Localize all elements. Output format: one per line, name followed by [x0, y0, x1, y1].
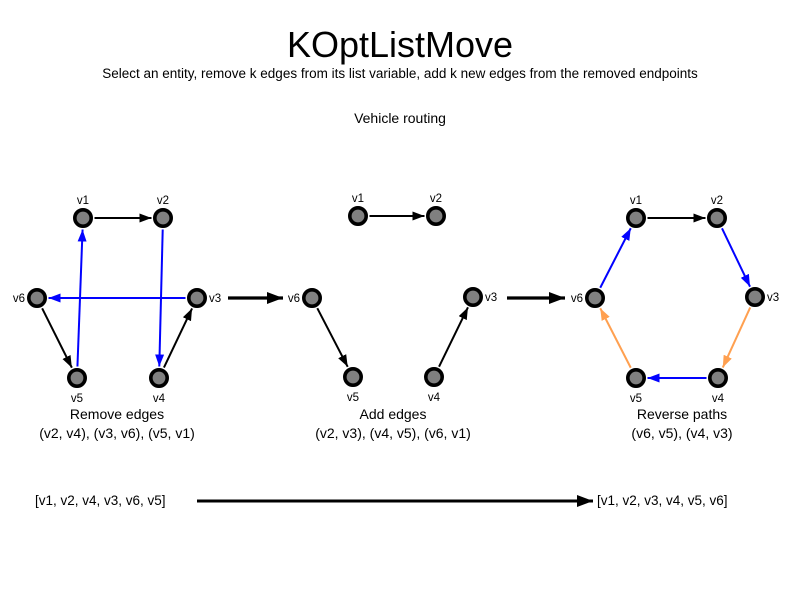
caption-remove-edges: Remove edges (v2, v4), (v3, v6), (v5, v1…: [0, 405, 257, 442]
caption-reverse-paths-list: (v6, v5), (v4, v3): [631, 424, 733, 441]
edge-v6-v5: [41, 307, 73, 369]
node-label-v5: v5: [71, 393, 83, 405]
node-v4: [149, 367, 170, 388]
node-label-v5: v5: [630, 393, 642, 405]
graph-add-edges: v1 v2 v6 v3 v5 v4: [288, 193, 497, 404]
edge-v5-v1: [76, 229, 87, 367]
node-v5: [67, 367, 88, 388]
node-label-v4: v4: [153, 393, 166, 405]
list-before: [v1, v2, v4, v3, v6, v5]: [35, 493, 166, 508]
edge-v3-v4: [721, 307, 752, 368]
node-v5: [625, 367, 646, 388]
edge-v6-v5: [316, 307, 349, 368]
node-v1: [73, 208, 94, 229]
node-v2: [153, 208, 174, 229]
context-label: Vehicle routing: [354, 110, 446, 126]
node-v6: [26, 287, 47, 308]
graph-remove-edges: v1 v2 v6 v3 v5 v4: [13, 195, 221, 405]
node-label-v5: v5: [347, 392, 359, 404]
node-v4: [423, 366, 444, 387]
node-label-v1: v1: [77, 195, 89, 207]
node-label-v1: v1: [630, 195, 642, 207]
node-label-v3: v3: [767, 292, 779, 304]
page-subtitle: Select an entity, remove k edges from it…: [102, 66, 698, 81]
edge-v6-v1: [599, 227, 632, 289]
node-v6: [584, 287, 605, 308]
node-label-v2: v2: [711, 195, 723, 207]
caption-reverse-paths-title: Reverse paths: [636, 406, 728, 422]
node-label-v6: v6: [13, 293, 25, 305]
node-v2: [425, 206, 446, 227]
node-v5: [342, 366, 363, 387]
edge-v5-v6: [599, 307, 632, 369]
caption-remove-edges-list: (v2, v4), (v3, v6), (v5, v1): [39, 424, 195, 441]
node-label-v2: v2: [157, 195, 169, 207]
node-label-v4: v4: [712, 393, 725, 405]
edge-v4-v3: [163, 307, 193, 369]
node-v3: [462, 286, 483, 307]
page-title: KOptListMove: [286, 24, 514, 65]
node-v3: [187, 287, 208, 308]
node-label-v4: v4: [428, 392, 441, 404]
caption-add-edges-list: (v2, v3), (v4, v5), (v6, v1): [315, 424, 471, 441]
caption-add-edges: Add edges (v2, v3), (v4, v5), (v6, v1): [253, 405, 533, 442]
list-after: [v1, v2, v3, v4, v5, v6]: [597, 493, 728, 508]
node-label-v1: v1: [352, 193, 364, 205]
node-v6: [301, 287, 322, 308]
node-label-v2: v2: [430, 193, 442, 205]
node-label-v6: v6: [571, 293, 583, 305]
node-v2: [706, 208, 727, 229]
node-v4: [707, 367, 728, 388]
node-v3: [744, 286, 765, 307]
caption-remove-edges-title: Remove edges: [69, 406, 165, 422]
node-label-v6: v6: [288, 293, 300, 305]
node-label-v3: v3: [485, 292, 497, 304]
caption-reverse-paths: Reverse paths (v6, v5), (v4, v3): [542, 405, 800, 442]
edge-v2-v3: [721, 227, 751, 288]
graph-reverse-paths: v1 v2 v6 v3 v5 v4: [571, 195, 779, 405]
node-v1: [625, 208, 646, 229]
edge-v4-v3: [438, 306, 469, 368]
node-v1: [347, 206, 368, 227]
caption-add-edges-title: Add edges: [359, 406, 427, 422]
node-label-v3: v3: [209, 293, 221, 305]
